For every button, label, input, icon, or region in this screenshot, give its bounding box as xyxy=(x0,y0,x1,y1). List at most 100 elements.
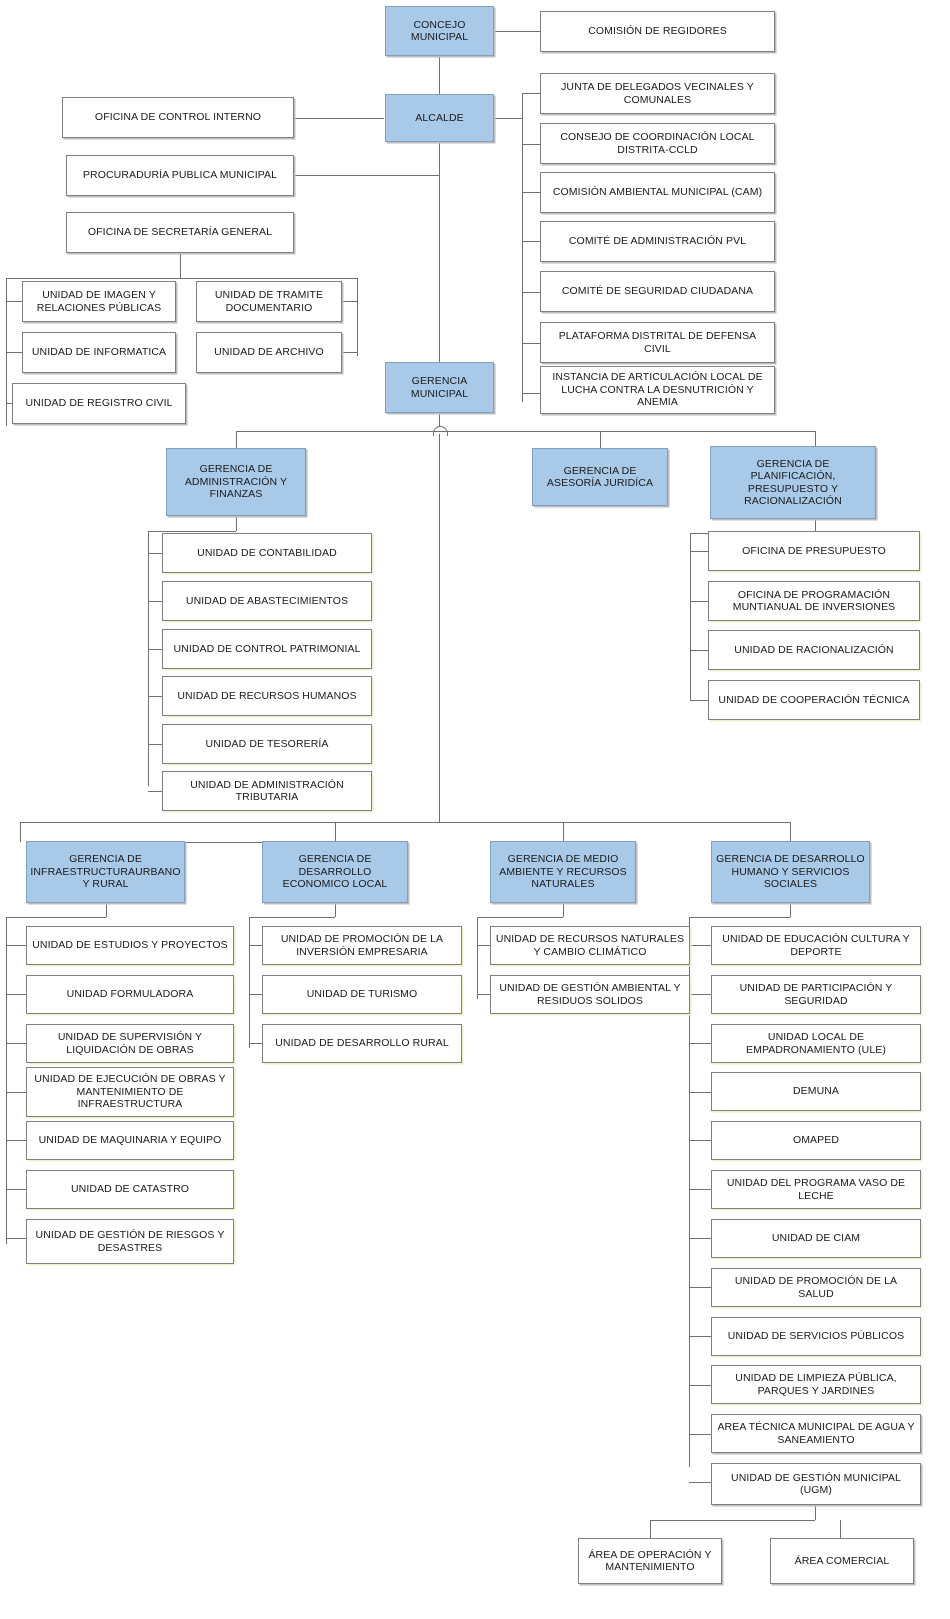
connector xyxy=(6,301,22,302)
node-area-operacion-mantenimiento[interactable]: ÁREA DE OPERACIÓN Y MANTENIMIENTO xyxy=(578,1538,722,1584)
connector xyxy=(148,531,236,532)
node-junta-delegados[interactable]: JUNTA DE DELEGADOS VECINALES Y COMUNALES xyxy=(540,73,775,114)
node-area-comercial[interactable]: ÁREA COMERCIAL xyxy=(770,1538,914,1584)
connector xyxy=(600,431,601,448)
node-omaped[interactable]: OMAPED xyxy=(711,1121,921,1160)
node-unidad-abastecimientos[interactable]: UNIDAD DE ABASTECIMIENTOS xyxy=(162,581,372,621)
connector xyxy=(439,142,440,362)
node-unidad-ugm[interactable]: UNIDAD DE GESTIÓN MUNICIPAL (UGM) xyxy=(711,1463,921,1505)
node-concejo-municipal[interactable]: CONCEJO MUNICIPAL xyxy=(385,6,494,56)
node-gerencia-municipal[interactable]: GERENCIA MUNICIPAL xyxy=(385,362,494,413)
node-unidad-promocion-inversion[interactable]: UNIDAD DE PROMOCIÓN DE LA INVERSIÓN EMPR… xyxy=(262,926,462,965)
node-unidad-promocion-salud[interactable]: UNIDAD DE PROMOCIÓN DE LA SALUD xyxy=(711,1268,921,1307)
node-oficina-programacion[interactable]: OFICINA DE PROGRAMACIÓN MUNTIANUAL DE IN… xyxy=(708,581,920,621)
connector xyxy=(439,413,440,427)
connector xyxy=(148,791,162,792)
node-gerencia-planificacion[interactable]: GERENCIA DE PLANIFICACIÓN, PRESUPUESTO Y… xyxy=(710,446,876,519)
node-gerencia-desarrollo-economico[interactable]: GERENCIA DE DESARROLLO ECONOMICO LOCAL xyxy=(262,841,408,903)
connector xyxy=(689,917,690,1467)
node-gerencia-medio-ambiente[interactable]: GERENCIA DE MEDIO AMBIENTE Y RECURSOS NA… xyxy=(490,841,636,903)
connector xyxy=(494,118,522,119)
node-unidad-ule[interactable]: UNIDAD LOCAL DE EMPADRONAMIENTO (ULE) xyxy=(711,1024,921,1063)
connector xyxy=(477,917,563,918)
node-cam[interactable]: COMISIÓN AMBIENTAL MUNICIPAL (CAM) xyxy=(540,172,775,213)
node-unidad-archivo[interactable]: UNIDAD DE ARCHIVO xyxy=(196,332,342,373)
connector xyxy=(790,822,791,842)
connector xyxy=(294,118,384,119)
node-unidad-control-patrimonial[interactable]: UNIDAD DE CONTROL PATRIMONIAL xyxy=(162,629,372,669)
connector xyxy=(6,917,7,1244)
node-instancia-articulacion[interactable]: INSTANCIA DE ARTICULACIÓN LOCAL DE LUCHA… xyxy=(540,366,775,414)
node-unidad-maquinaria[interactable]: UNIDAD DE MAQUINARIA Y EQUIPO xyxy=(26,1121,234,1160)
connector xyxy=(6,945,26,946)
connector xyxy=(689,1336,711,1337)
node-ccld[interactable]: CONSEJO DE COORDINACIÓN LOCAL DISTRITA-C… xyxy=(540,123,775,164)
connector xyxy=(335,903,336,917)
node-unidad-tesoreria[interactable]: UNIDAD DE TESORERÍA xyxy=(162,724,372,764)
node-unidad-desarrollo-rural[interactable]: UNIDAD DE DESARROLLO RURAL xyxy=(262,1024,462,1063)
node-demuna[interactable]: DEMUNA xyxy=(711,1072,921,1111)
node-unidad-recursos-naturales[interactable]: UNIDAD DE RECURSOS NATURALES Y CAMBIO CL… xyxy=(490,926,690,965)
connector xyxy=(148,601,162,602)
node-unidad-vaso-leche[interactable]: UNIDAD DEL PROGRAMA VASO DE LECHE xyxy=(711,1170,921,1209)
connector xyxy=(689,1385,711,1386)
connector xyxy=(689,1434,711,1435)
node-unidad-turismo[interactable]: UNIDAD DE TURISMO xyxy=(262,975,462,1014)
connector xyxy=(650,1520,815,1521)
node-unidad-riesgos-desastres[interactable]: UNIDAD DE GESTIÓN DE RIESGOS Y DESASTRES xyxy=(26,1219,234,1264)
node-unidad-participacion[interactable]: UNIDAD DE PARTICIPACIÓN Y SEGURIDAD xyxy=(711,975,921,1014)
node-plataforma-defensa[interactable]: PLATAFORMA DISTRITAL DE DEFENSA CIVIL xyxy=(540,322,775,363)
node-comite-seguridad[interactable]: COMITÉ DE SEGURIDAD CIUDADANA xyxy=(540,271,775,312)
node-unidad-servicios-publicos[interactable]: UNIDAD DE SERVICIOS PÚBLICOS xyxy=(711,1317,921,1356)
node-unidad-recursos-humanos[interactable]: UNIDAD DE RECURSOS HUMANOS xyxy=(162,676,372,716)
node-unidad-supervision[interactable]: UNIDAD DE SUPERVISIÓN Y LIQUIDACIÓN DE O… xyxy=(26,1024,234,1063)
node-unidad-ciam[interactable]: UNIDAD DE CIAM xyxy=(711,1219,921,1258)
node-alcalde[interactable]: ALCALDE xyxy=(385,94,494,142)
node-oficina-control-interno[interactable]: OFICINA DE CONTROL INTERNO xyxy=(62,97,294,138)
connector xyxy=(6,1140,26,1141)
node-unidad-admin-tributaria[interactable]: UNIDAD DE ADMINISTRACIÓN TRIBUTARIA xyxy=(162,771,372,811)
node-unidad-formuladora[interactable]: UNIDAD FORMULADORA xyxy=(26,975,234,1014)
connector xyxy=(439,434,440,822)
connector xyxy=(148,696,162,697)
connector xyxy=(690,650,708,651)
node-unidad-limpieza[interactable]: UNIDAD DE LIMPIEZA PÚBLICA, PARQUES Y JA… xyxy=(711,1365,921,1404)
node-unidad-catastro[interactable]: UNIDAD DE CATASTRO xyxy=(26,1170,234,1209)
connector xyxy=(6,994,26,995)
node-unidad-ejecucion-obras[interactable]: UNIDAD DE EJECUCIÓN DE OBRAS Y MANTENIMI… xyxy=(26,1067,234,1117)
node-unidad-contabilidad[interactable]: UNIDAD DE CONTABILIDAD xyxy=(162,533,372,573)
connector xyxy=(439,56,440,94)
connector xyxy=(335,822,336,842)
node-unidad-gestion-ambiental[interactable]: UNIDAD DE GESTIÓN AMBIENTAL Y RESIDUOS S… xyxy=(490,975,690,1014)
node-secretaria-general[interactable]: OFICINA DE SECRETARÍA GENERAL xyxy=(66,212,294,253)
connector xyxy=(522,292,540,293)
node-unidad-racionalizacion[interactable]: UNIDAD DE RACIONALIZACIÓN xyxy=(708,630,920,670)
connector xyxy=(522,343,540,344)
node-unidad-educacion[interactable]: UNIDAD DE EDUCACIÓN CULTURA Y DEPORTE xyxy=(711,926,921,965)
node-gerencia-infraestructura[interactable]: GERENCIA DE INFRAESTRUCTURAURBANO Y RURA… xyxy=(26,841,185,903)
node-area-tecnica-agua[interactable]: AREA TÉCNICA MUNICIPAL DE AGUA Y SANEAMI… xyxy=(711,1414,921,1453)
node-unidad-cooperacion-tecnica[interactable]: UNIDAD DE COOPERACIÓN TÉCNICA xyxy=(708,680,920,720)
node-comite-pvl[interactable]: COMITÉ DE ADMINISTRACIÓN PVL xyxy=(540,221,775,262)
node-unidad-registro-civil[interactable]: UNIDAD DE REGISTRO CIVIL xyxy=(12,383,186,424)
node-gerencia-admin-finanzas[interactable]: GERENCIA DE ADMINISTRACIÓN Y FINANZAS xyxy=(166,448,306,516)
connector xyxy=(341,301,357,302)
node-unidad-estudios-proyectos[interactable]: UNIDAD DE ESTUDIOS Y PROYECTOS xyxy=(26,926,234,965)
connector xyxy=(236,431,816,432)
connector xyxy=(689,917,790,918)
node-gerencia-asesoria-juridica[interactable]: GERENCIA DE ASESORÍA JURIDÍCA xyxy=(532,448,668,506)
connector xyxy=(522,93,523,402)
node-oficina-presupuesto[interactable]: OFICINA DE PRESUPUESTO xyxy=(708,531,920,571)
node-unidad-imagen[interactable]: UNIDAD DE IMAGEN Y RELACIONES PÚBLICAS xyxy=(22,281,176,322)
node-comision-regidores[interactable]: COMISIÓN DE REGIDORES xyxy=(540,11,775,52)
node-gerencia-desarrollo-humano[interactable]: GERENCIA DE DESARROLLO HUMANO Y SERVICIO… xyxy=(711,841,870,903)
connector xyxy=(690,533,691,701)
node-unidad-informatica[interactable]: UNIDAD DE INFORMATICA xyxy=(22,332,176,373)
connector xyxy=(522,93,540,94)
connector xyxy=(689,1238,711,1239)
node-unidad-tramite[interactable]: UNIDAD DE TRAMITE DOCUMENTARIO xyxy=(196,281,342,322)
connector xyxy=(689,1189,711,1190)
node-procuraduria[interactable]: PROCURADURÍA PUBLICA MUNICIPAL xyxy=(66,155,294,196)
connector xyxy=(689,1043,711,1044)
